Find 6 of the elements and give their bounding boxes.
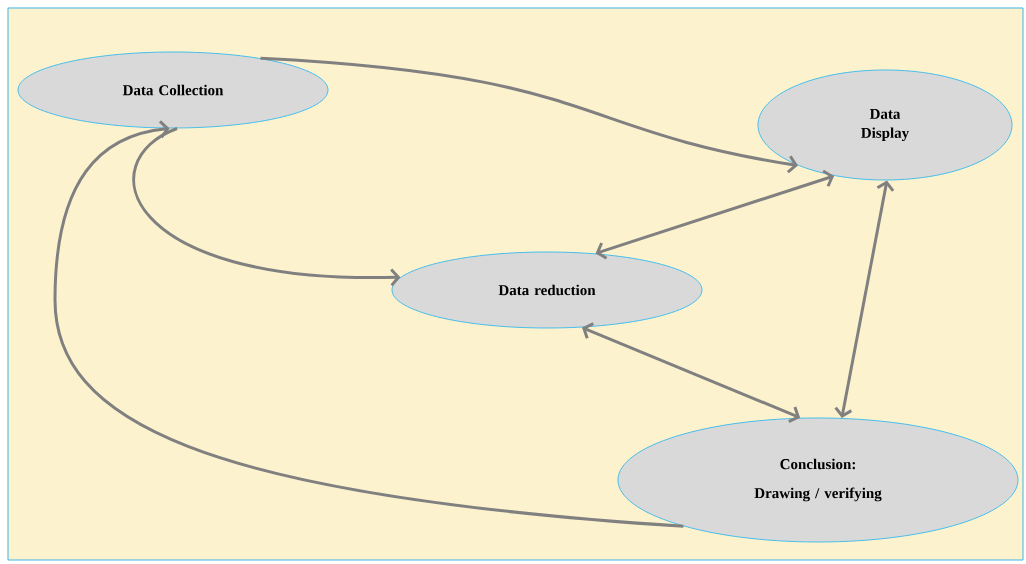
arrow: [132, 127, 401, 287]
arrow: [53, 120, 684, 528]
arrow: [834, 180, 895, 418]
arrow: [595, 169, 835, 260]
arrow: [581, 322, 801, 424]
arrow: [260, 56, 798, 174]
